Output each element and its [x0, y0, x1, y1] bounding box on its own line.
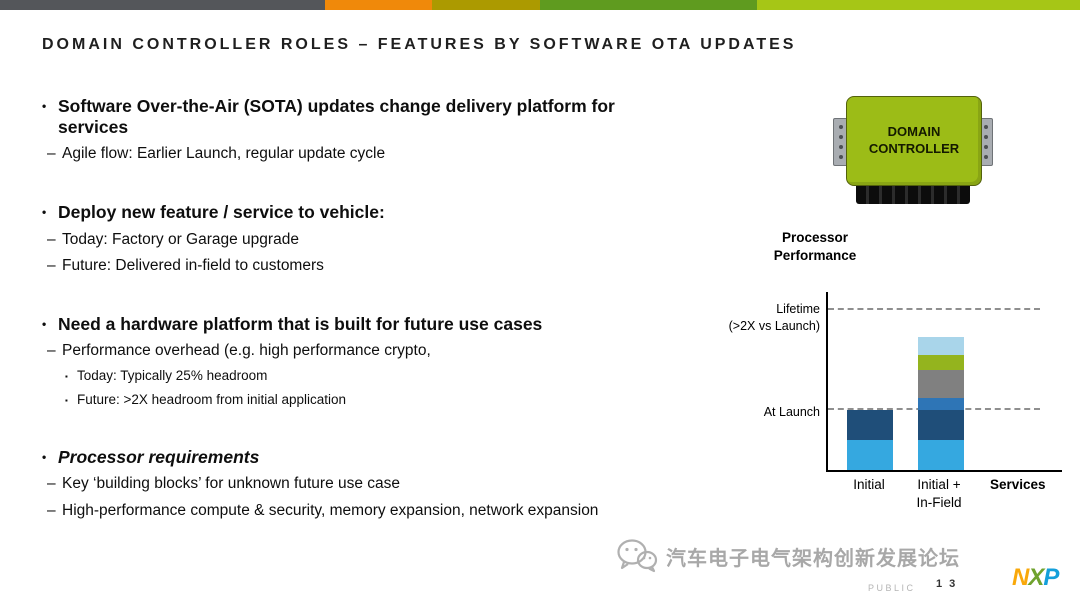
nxp-logo: NXP	[1012, 564, 1059, 592]
at-launch-label: At Launch	[763, 405, 820, 419]
dash-icon: –	[47, 145, 56, 163]
chart-title-line2: Performance	[773, 248, 857, 264]
category-label: Initial +	[917, 477, 961, 492]
bullet-dot-icon: •	[42, 449, 47, 464]
sub-sub-bullet-item: ▪ Future: >2X headroom from initial appl…	[65, 392, 702, 409]
lifetime-label-line2: (>2X vs Launch)	[728, 318, 820, 333]
bullet-group: • Software Over-the-Air (SOTA) updates c…	[42, 96, 702, 164]
nxp-logo-letter-x: X	[1028, 564, 1044, 591]
bullet-dot-icon: •	[42, 204, 47, 219]
square-bullet-icon: ▪	[65, 371, 68, 381]
category-label: In-Field	[916, 495, 962, 511]
watermark: 汽车电子电气架构创新发展论坛	[616, 538, 960, 574]
bar-segment	[918, 397, 964, 410]
sub-sub-bullet-item: ▪ Today: Typically 25% headroom	[65, 368, 702, 385]
bar-segment	[918, 439, 964, 470]
top-bar-segment	[540, 0, 757, 10]
bar-segment	[847, 439, 893, 470]
sub-bullet-item: – Key ‘building blocks’ for unknown futu…	[47, 475, 702, 494]
sub-bullet-item: – Future: Delivered in-field to customer…	[47, 257, 702, 276]
watermark-text: 汽车电子电气架构创新发展论坛	[666, 547, 960, 570]
page-title: DOMAIN CONTROLLER ROLES – FEATURES BY SO…	[42, 36, 797, 53]
sub-bullet-item: – Agile flow: Earlier Launch, regular up…	[47, 145, 702, 164]
bar-segment	[918, 409, 964, 440]
top-bar-segment	[432, 0, 540, 10]
bar-segment	[847, 409, 893, 440]
bullet-item: • Processor requirements	[42, 447, 702, 468]
x-category-initial-infield: Initial + In-Field	[896, 476, 982, 512]
bar-segment	[918, 337, 964, 356]
device-label-line1: DOMAIN	[887, 124, 941, 140]
nxp-logo-letter-p: P	[1043, 564, 1059, 591]
dash-icon: –	[47, 257, 56, 275]
sub-bullet-text: Key ‘building blocks’ for unknown future…	[62, 475, 401, 493]
bullet-item: • Deploy new feature / service to vehicl…	[42, 202, 702, 223]
sub-bullet-text: Performance overhead (e.g. high performa…	[62, 342, 431, 360]
bullet-group: • Need a hardware platform that is built…	[42, 314, 702, 409]
bullet-group: • Deploy new feature / service to vehicl…	[42, 202, 702, 276]
bullet-item: • Need a hardware platform that is built…	[42, 314, 702, 335]
page-number: 1 3	[936, 578, 958, 590]
sub-bullet-item: – High-performance compute & security, m…	[47, 502, 702, 521]
classification-label: PUBLIC	[868, 583, 916, 593]
nxp-logo-letter-n: N	[1012, 564, 1029, 591]
device-label: DOMAIN CONTROLLER	[869, 124, 959, 158]
reference-line	[828, 308, 1040, 311]
domain-controller-graphic: DOMAIN CONTROLLER	[830, 96, 996, 208]
category-label: Initial	[853, 477, 885, 492]
square-bullet-icon: ▪	[65, 395, 68, 405]
chart-plot	[826, 292, 1062, 472]
sub-bullet-item: – Performance overhead (e.g. high perfor…	[47, 342, 702, 361]
top-color-bar	[0, 0, 1080, 10]
sub-sub-bullet-text: Future: >2X headroom from initial applic…	[77, 391, 347, 407]
dash-icon: –	[47, 342, 56, 360]
chart-title: Processor Performance	[752, 229, 878, 265]
x-category-initial: Initial	[826, 476, 912, 494]
bar-segment	[918, 370, 964, 398]
bullet-text: Deploy new feature / service to vehicle:	[58, 201, 385, 222]
sub-bullet-text: Today: Factory or Garage upgrade	[62, 230, 299, 248]
sub-bullet-item: – Today: Factory or Garage upgrade	[47, 231, 702, 250]
top-bar-segment	[0, 0, 325, 10]
sub-bullet-text: Agile flow: Earlier Launch, regular upda…	[62, 145, 386, 163]
lifetime-label-line1: Lifetime	[776, 302, 820, 316]
axis-label-lifetime: Lifetime (>2X vs Launch)	[640, 301, 820, 335]
bullet-text: Need a hardware platform that is built f…	[58, 313, 543, 334]
bullet-text: Software Over-the-Air (SOTA) updates cha…	[58, 96, 615, 137]
bullet-dot-icon: •	[42, 99, 47, 113]
dash-icon: –	[47, 501, 56, 519]
stacked-bar	[918, 337, 964, 470]
sub-sub-bullet-text: Today: Typically 25% headroom	[77, 367, 268, 383]
bullet-item: • Software Over-the-Air (SOTA) updates c…	[42, 96, 702, 137]
bullet-dot-icon: •	[42, 316, 47, 331]
chart-title-line1: Processor	[781, 230, 849, 245]
dash-icon: –	[47, 475, 56, 493]
bullet-list: • Software Over-the-Air (SOTA) updates c…	[42, 96, 702, 559]
sub-bullet-text: High-performance compute & security, mem…	[62, 501, 599, 519]
bullet-group: • Processor requirements – Key ‘building…	[42, 447, 702, 521]
wechat-icon	[617, 539, 658, 573]
x-axis-title: Services	[990, 477, 1046, 492]
top-bar-segment	[325, 0, 432, 10]
dash-icon: –	[47, 230, 56, 248]
device-label-line2: CONTROLLER	[868, 141, 960, 156]
bar-segment	[918, 355, 964, 371]
top-bar-segment	[757, 0, 1080, 10]
stacked-bar	[847, 409, 893, 470]
axis-label-at-launch: At Launch	[640, 404, 820, 421]
device-body: DOMAIN CONTROLLER	[846, 96, 982, 186]
bullet-text: Processor requirements	[58, 446, 260, 467]
sub-bullet-text: Future: Delivered in-field to customers	[62, 257, 324, 275]
